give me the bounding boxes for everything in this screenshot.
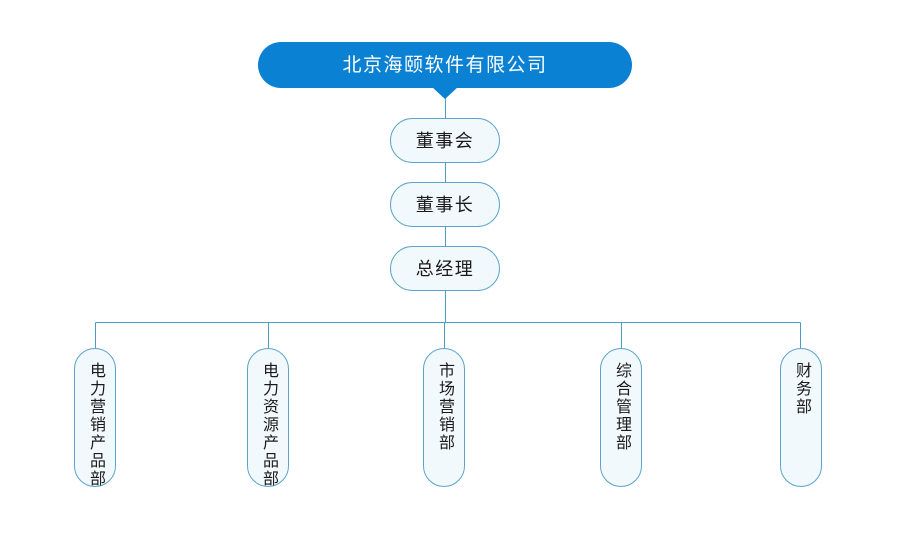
node-company-root[interactable]: 北京海颐软件有限公司 xyxy=(258,42,632,88)
node-department-power-marketing-product[interactable]: 电力营销产品部 xyxy=(74,348,116,488)
node-chairman[interactable]: 董事长 xyxy=(390,182,500,227)
node-department-finance[interactable]: 财务部 xyxy=(780,348,822,487)
root-node-tail-arrow xyxy=(432,87,458,99)
node-department-general-administration[interactable]: 综合管理部 xyxy=(600,348,642,487)
node-board-of-directors[interactable]: 董事会 xyxy=(390,118,500,163)
node-department-general-administration-label: 综合管理部 xyxy=(613,362,630,452)
node-department-power-resource-product-label: 电力资源产品部 xyxy=(260,362,277,488)
node-department-power-marketing-product-label: 电力营销产品部 xyxy=(87,362,104,488)
node-board-of-directors-label: 董事会 xyxy=(415,130,475,151)
node-department-finance-label: 财务部 xyxy=(793,362,810,416)
node-company-root-label: 北京海颐软件有限公司 xyxy=(342,54,548,76)
node-department-market-marketing-label: 市场营销部 xyxy=(436,362,453,452)
node-chairman-label: 董事长 xyxy=(415,194,475,215)
node-general-manager[interactable]: 总经理 xyxy=(390,246,500,291)
node-department-market-marketing[interactable]: 市场营销部 xyxy=(423,348,465,487)
node-general-manager-label: 总经理 xyxy=(415,258,475,279)
node-department-power-resource-product[interactable]: 电力资源产品部 xyxy=(247,348,289,488)
